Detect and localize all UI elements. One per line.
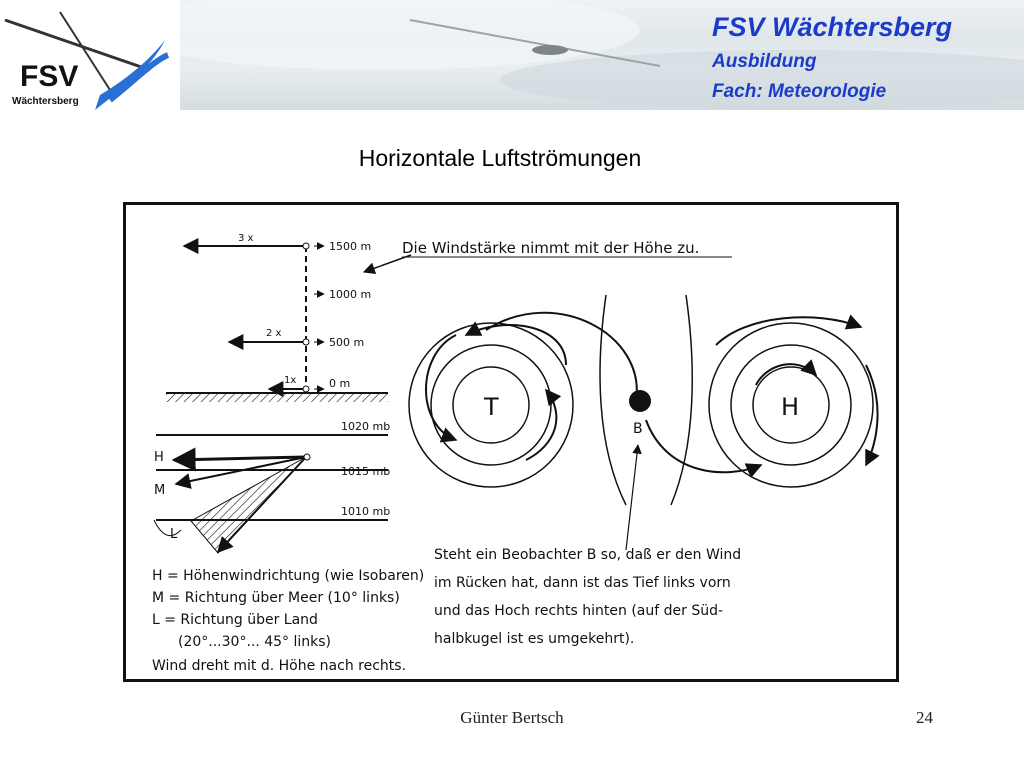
legend: H = Höhenwindrichtung (wie Isobaren) M =… bbox=[152, 568, 424, 674]
high-label: H bbox=[781, 393, 799, 421]
dir-label-h: H bbox=[154, 450, 164, 465]
isobar-1015: 1015 mb bbox=[341, 465, 390, 478]
observer-text: Steht ein Beobachter B so, daß er den Wi… bbox=[434, 547, 741, 647]
legend-rotation: Wind dreht mit d. Höhe nach rechts. bbox=[152, 658, 406, 674]
footer-author: Günter Bertsch bbox=[460, 708, 564, 727]
slide-title: Horizontale Luftströmungen bbox=[358, 145, 642, 171]
header-subject: Fach: Meteorologie bbox=[712, 81, 887, 102]
fsv-logo: FSV Wächtersberg bbox=[4, 11, 170, 110]
speed-label-2x: 2 x bbox=[266, 328, 282, 339]
svg-text:FSV: FSV bbox=[20, 60, 78, 93]
header-title: FSV Wächtersberg bbox=[712, 12, 953, 42]
dir-label-m: M bbox=[154, 483, 165, 498]
low-label: T bbox=[483, 393, 499, 421]
pressure-systems: T H B bbox=[408, 294, 880, 551]
header-subtitle: Ausbildung bbox=[712, 51, 817, 72]
height-0: 0 m bbox=[329, 377, 350, 390]
legend-l: L = Richtung über Land bbox=[152, 612, 318, 628]
glider-photo bbox=[180, 0, 1024, 110]
legend-m: M = Richtung über Meer (10° links) bbox=[152, 590, 400, 606]
speed-label-1x: 1x bbox=[284, 375, 296, 386]
speed-label-3x: 3 x bbox=[238, 233, 254, 244]
legend-l-range: (20°...30°... 45° links) bbox=[178, 634, 331, 650]
observer-line-1: Steht ein Beobachter B so, daß er den Wi… bbox=[434, 547, 741, 563]
observer-dot bbox=[629, 390, 651, 412]
meteorology-figure: 3 x 2 x 1x 1500 m 1000 m 500 m 0 m Die W… bbox=[123, 202, 899, 682]
legend-h: H = Höhenwindrichtung (wie Isobaren) bbox=[152, 568, 424, 584]
observer-line-3: und das Hoch rechts hinten (auf der Süd- bbox=[434, 603, 723, 619]
observer-line-2: im Rücken hat, dann ist das Tief links v… bbox=[434, 575, 731, 591]
observer-line-4: halbkugel ist es umgekehrt). bbox=[434, 631, 634, 647]
height-1500: 1500 m bbox=[329, 240, 371, 253]
height-500: 500 m bbox=[329, 336, 364, 349]
header-banner bbox=[180, 0, 1024, 110]
wind-speed-diagram: 3 x 2 x 1x 1500 m 1000 m 500 m 0 m Die W… bbox=[166, 233, 732, 402]
height-1000: 1000 m bbox=[329, 288, 371, 301]
figure-drawing: 3 x 2 x 1x 1500 m 1000 m 500 m 0 m Die W… bbox=[152, 233, 880, 674]
page-number: 24 bbox=[916, 708, 933, 727]
svg-text:Wächtersberg: Wächtersberg bbox=[12, 96, 79, 107]
headline: Die Windstärke nimmt mit der Höhe zu. bbox=[402, 239, 699, 257]
isobar-1020: 1020 mb bbox=[341, 420, 390, 433]
isobar-1010: 1010 mb bbox=[341, 505, 390, 518]
isobar-diagram: 1020 mb 1015 mb 1010 mb H M L bbox=[153, 420, 390, 554]
observer-label: B bbox=[633, 421, 643, 437]
